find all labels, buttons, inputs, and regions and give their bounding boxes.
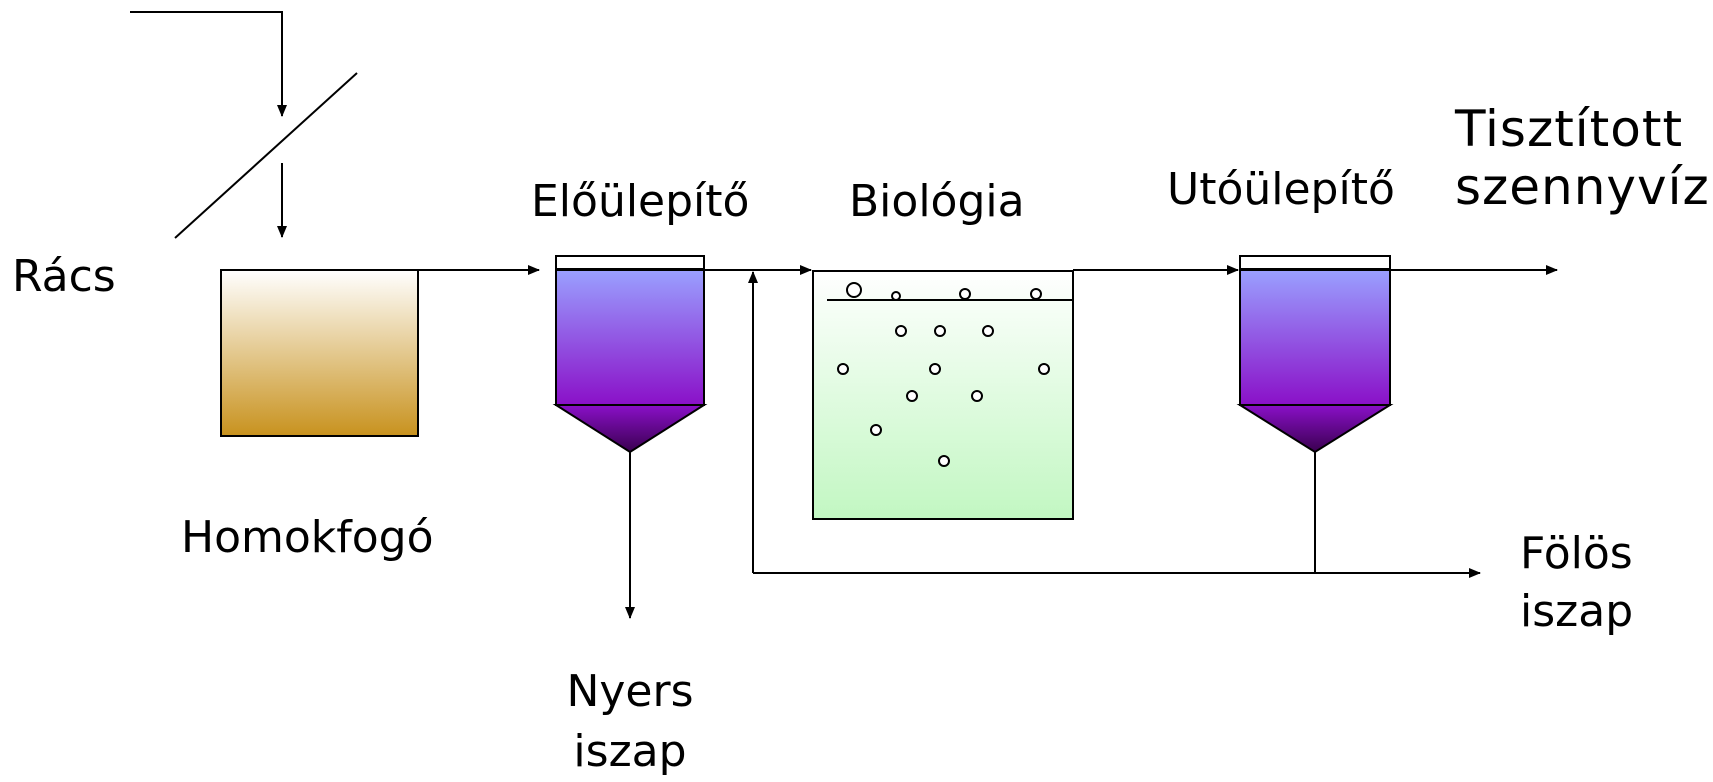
screen-bar bbox=[174, 72, 358, 239]
label-biologia: Biológia bbox=[849, 176, 1025, 227]
air-bubbles bbox=[837, 282, 1050, 467]
sludge-recycle bbox=[748, 271, 1481, 578]
label-nyers-line2: iszap bbox=[573, 726, 687, 777]
bubble bbox=[938, 455, 950, 467]
label-utoulepito: Utóülepítő bbox=[1167, 164, 1395, 215]
biology-basin bbox=[812, 270, 1074, 520]
bubble bbox=[1030, 288, 1042, 300]
bubble bbox=[929, 363, 941, 375]
bubble bbox=[934, 325, 946, 337]
primary-settler-cone bbox=[552, 404, 708, 454]
bubble bbox=[870, 424, 882, 436]
bubble bbox=[982, 325, 994, 337]
screen-assembly bbox=[130, 11, 358, 239]
bubble bbox=[846, 282, 862, 298]
bubble bbox=[906, 390, 918, 402]
primary-settler bbox=[552, 255, 708, 454]
bubble bbox=[837, 363, 849, 375]
secondary-settler-tank bbox=[1239, 269, 1391, 406]
inflow-line bbox=[130, 11, 287, 117]
biology-tank bbox=[812, 270, 1074, 520]
label-racs: Rács bbox=[12, 251, 116, 302]
grit-chamber bbox=[220, 269, 419, 437]
bubble bbox=[971, 390, 983, 402]
bubble bbox=[1038, 363, 1050, 375]
bubble bbox=[895, 325, 907, 337]
label-folos-line2: iszap bbox=[1520, 586, 1634, 637]
label-nyers-line1: Nyers bbox=[566, 666, 694, 717]
secondary-settler bbox=[1236, 255, 1394, 454]
bubble bbox=[959, 288, 971, 300]
secondary-settler-cone bbox=[1236, 404, 1394, 454]
label-homokfogo: Homokfogó bbox=[181, 512, 434, 563]
label-eloulepito: Előülepítő bbox=[531, 176, 750, 227]
label-folos-line1: Fölös bbox=[1520, 528, 1633, 579]
primary-settler-lid bbox=[555, 255, 705, 270]
label-nyers-iszap: Nyers iszap bbox=[540, 662, 720, 782]
secondary-settler-lid bbox=[1239, 255, 1391, 270]
label-tisztitott-line2: szennyvíz bbox=[1455, 158, 1710, 216]
bubble bbox=[891, 291, 901, 301]
primary-settler-tank bbox=[555, 269, 705, 406]
label-tisztitott-line1: Tisztított bbox=[1455, 100, 1684, 158]
label-folos-iszap: Fölös iszap bbox=[1520, 525, 1633, 641]
label-tisztitott-szennyviz: Tisztított szennyvíz bbox=[1455, 100, 1710, 216]
